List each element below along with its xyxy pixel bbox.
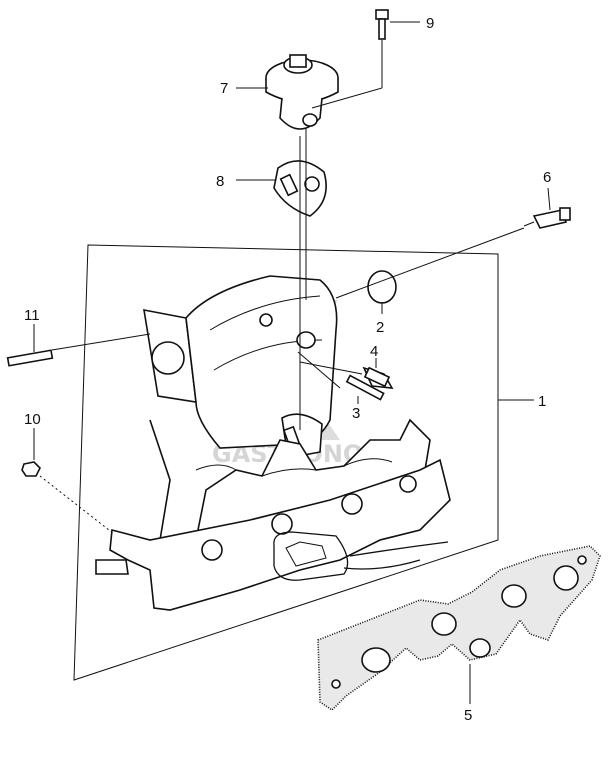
callout-10: 10 bbox=[24, 411, 41, 428]
manifold-gasket bbox=[317, 545, 601, 712]
callout-11: 11 bbox=[24, 307, 40, 324]
stud-3 bbox=[345, 374, 385, 401]
intake-manifold bbox=[95, 275, 451, 611]
union-4 bbox=[362, 366, 394, 389]
nut-10 bbox=[21, 461, 41, 477]
callout-labels: 9 7 8 6 2 4 3 1 11 10 5 bbox=[24, 15, 551, 724]
sensor-6 bbox=[523, 207, 571, 229]
callout-7: 7 bbox=[220, 80, 228, 97]
assembly-frame bbox=[73, 244, 499, 681]
callout-4: 4 bbox=[370, 343, 378, 360]
stud-11 bbox=[6, 349, 54, 367]
plug-2 bbox=[367, 270, 397, 304]
bolt-9 bbox=[375, 9, 389, 40]
callout-9: 9 bbox=[426, 15, 434, 32]
callout-8: 8 bbox=[216, 173, 224, 190]
callout-1: 1 bbox=[538, 393, 546, 410]
leader-lines bbox=[33, 21, 551, 704]
callout-6: 6 bbox=[543, 169, 551, 186]
hand-drawn-highlight bbox=[273, 531, 449, 581]
callout-5: 5 bbox=[464, 707, 472, 724]
callout-3: 3 bbox=[352, 405, 360, 422]
egr-valve bbox=[265, 54, 339, 130]
callout-2: 2 bbox=[376, 319, 384, 336]
